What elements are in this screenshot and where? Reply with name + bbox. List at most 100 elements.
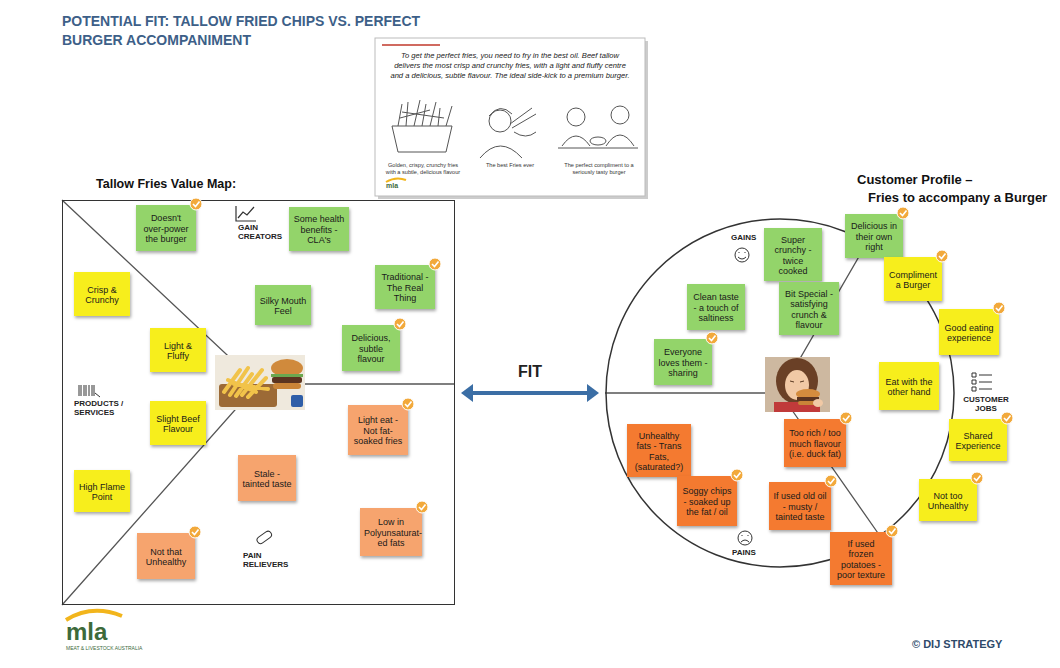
sketch-burger: [590, 137, 606, 145]
photo-ground: [765, 357, 830, 412]
sad-icon: [738, 531, 752, 545]
note-text: Light eat - Not fat-soaked fries: [352, 415, 404, 446]
sketch-head: [611, 106, 629, 124]
hair: [776, 358, 818, 404]
note-text: Stale - tainted taste: [242, 469, 292, 490]
note-text: Slight Beef Flavour: [154, 414, 202, 435]
divider-line: [605, 241, 880, 536]
fries: [224, 368, 268, 397]
pain-note: If used old oil - musty / tainted taste: [769, 482, 831, 530]
pain-note: If used frozen potatoes - poor texture: [830, 532, 892, 585]
burger-lettuce: [271, 374, 303, 377]
concept-board: To get the perfect fries, you need to fr…: [375, 38, 645, 196]
sketch-line: [398, 100, 452, 126]
gain-creator-note: Traditional - The Real Thing: [375, 265, 435, 309]
board-sheet: [375, 38, 645, 196]
note-text: Traditional - The Real Thing: [379, 272, 431, 303]
heading-text: To get the perfect fries, you need to fr…: [387, 51, 633, 81]
note-text: Shared Experience: [953, 431, 1003, 452]
customer-profile-circle: Customer Profile –Fries to accompany a B…: [605, 218, 955, 568]
closed-eyes: [790, 381, 804, 382]
divider-line: [62, 200, 455, 605]
note-text: Silky Mouth Feel: [259, 296, 307, 317]
badge-disc: [825, 475, 837, 487]
chart-axes: [236, 206, 256, 221]
gain-note: Clean taste - a touch of saltiness: [687, 284, 745, 330]
job-note: Shared Experience: [949, 419, 1007, 461]
note-text: Clean taste - a touch of saltiness: [691, 292, 741, 323]
badge-tick: [900, 211, 907, 216]
region-label: PAIN RELIEVERS: [243, 552, 295, 570]
sketch-line: [392, 126, 452, 152]
check-badge: [705, 331, 719, 345]
check-badge: [992, 301, 1006, 315]
check-badge: [189, 197, 203, 211]
job-note: Compliment a Burger: [884, 257, 942, 301]
note-text: Not too Unhealthy: [923, 491, 973, 512]
arrow-head: [461, 384, 473, 402]
note-text: Compliment a Burger: [888, 270, 938, 291]
gain-note: Everyone loves them - sharing: [654, 339, 712, 385]
job-note: Good eating experience: [939, 309, 999, 355]
note-text: If used frozen potatoes - poor texture: [834, 539, 888, 580]
barcode-bars: [79, 385, 94, 396]
note-text: Eat with the other hand: [883, 377, 935, 398]
badge-tick: [397, 322, 404, 327]
arrow-shaft: [473, 391, 587, 395]
badge-disc: [897, 207, 909, 219]
note-text: Bit Special - satisfying crunch & flavou…: [783, 289, 835, 330]
check-badge: [393, 317, 407, 331]
badge-disc: [429, 258, 441, 270]
burger-bun: [271, 359, 303, 377]
face-outline: [735, 248, 749, 262]
region-label: GAIN CREATORS: [238, 224, 296, 242]
gain-creator-note: Doesn't over-power the burger: [136, 205, 196, 251]
note-text: Unhealthy fats - Trans Fats, (saturated?…: [631, 431, 687, 472]
check-badge: [824, 474, 838, 488]
photo-ground: [215, 355, 305, 410]
pain-reliever-note: Not that Unhealthy: [137, 533, 195, 579]
sketch-head: [489, 110, 511, 132]
hand: [813, 399, 823, 407]
badge-disc: [886, 525, 898, 537]
check-badge: [401, 397, 415, 411]
note-text: Delicious in their own right: [849, 221, 899, 252]
note-text: If used old oil - musty / tainted taste: [773, 491, 827, 522]
heading-text: Golden, crispy, crunchy fries with a sub…: [383, 162, 463, 175]
badge-tick: [843, 416, 850, 421]
gain-creator-note: Delicious, subtle flavour: [342, 325, 400, 371]
profile-circle: [606, 219, 954, 567]
product-note: Light & Fluffy: [150, 328, 206, 372]
smiley-icon: [735, 248, 749, 262]
sketch-head: [567, 108, 585, 126]
badge-disc: [706, 332, 718, 344]
note-text: Too rich / too much flavour (i.e. duck f…: [788, 428, 842, 459]
barcode-base: [95, 393, 100, 397]
badge-tick: [939, 254, 946, 259]
note-text: Light & Fluffy: [154, 341, 202, 362]
note-text: Low in Polyunsaturat-ed fats: [364, 517, 418, 548]
product-note: Slight Beef Flavour: [150, 401, 206, 445]
burger-bun: [273, 383, 301, 389]
note-text: Crisp & Crunchy: [78, 285, 126, 306]
badge-disc: [402, 398, 414, 410]
gain-note: Bit Special - satisfying crunch & flavou…: [779, 282, 839, 335]
logo-text: mla: [386, 182, 416, 189]
check-badge: [428, 257, 442, 271]
dip-bowl: [291, 395, 303, 407]
note-text: Delicious, subtle flavour: [346, 333, 396, 364]
dining-sketch: [558, 106, 638, 148]
fit-arrow: [461, 384, 599, 402]
diagram-title: POTENTIAL FIT: TALLOW FRIED CHIPS VS. PE…: [62, 12, 462, 50]
arrow-head: [587, 384, 599, 402]
badge-tick: [828, 479, 835, 484]
badge-disc: [416, 501, 428, 513]
chart-line: [238, 207, 254, 218]
check-badge: [188, 525, 202, 539]
badge-tick: [889, 529, 896, 534]
badge-disc: [394, 318, 406, 330]
badge-disc: [993, 302, 1005, 314]
gain-note: Super crunchy - twice cooked: [764, 228, 822, 281]
pain-reliever-note: Low in Polyunsaturat-ed fats: [360, 508, 422, 556]
check-badge: [896, 206, 910, 220]
